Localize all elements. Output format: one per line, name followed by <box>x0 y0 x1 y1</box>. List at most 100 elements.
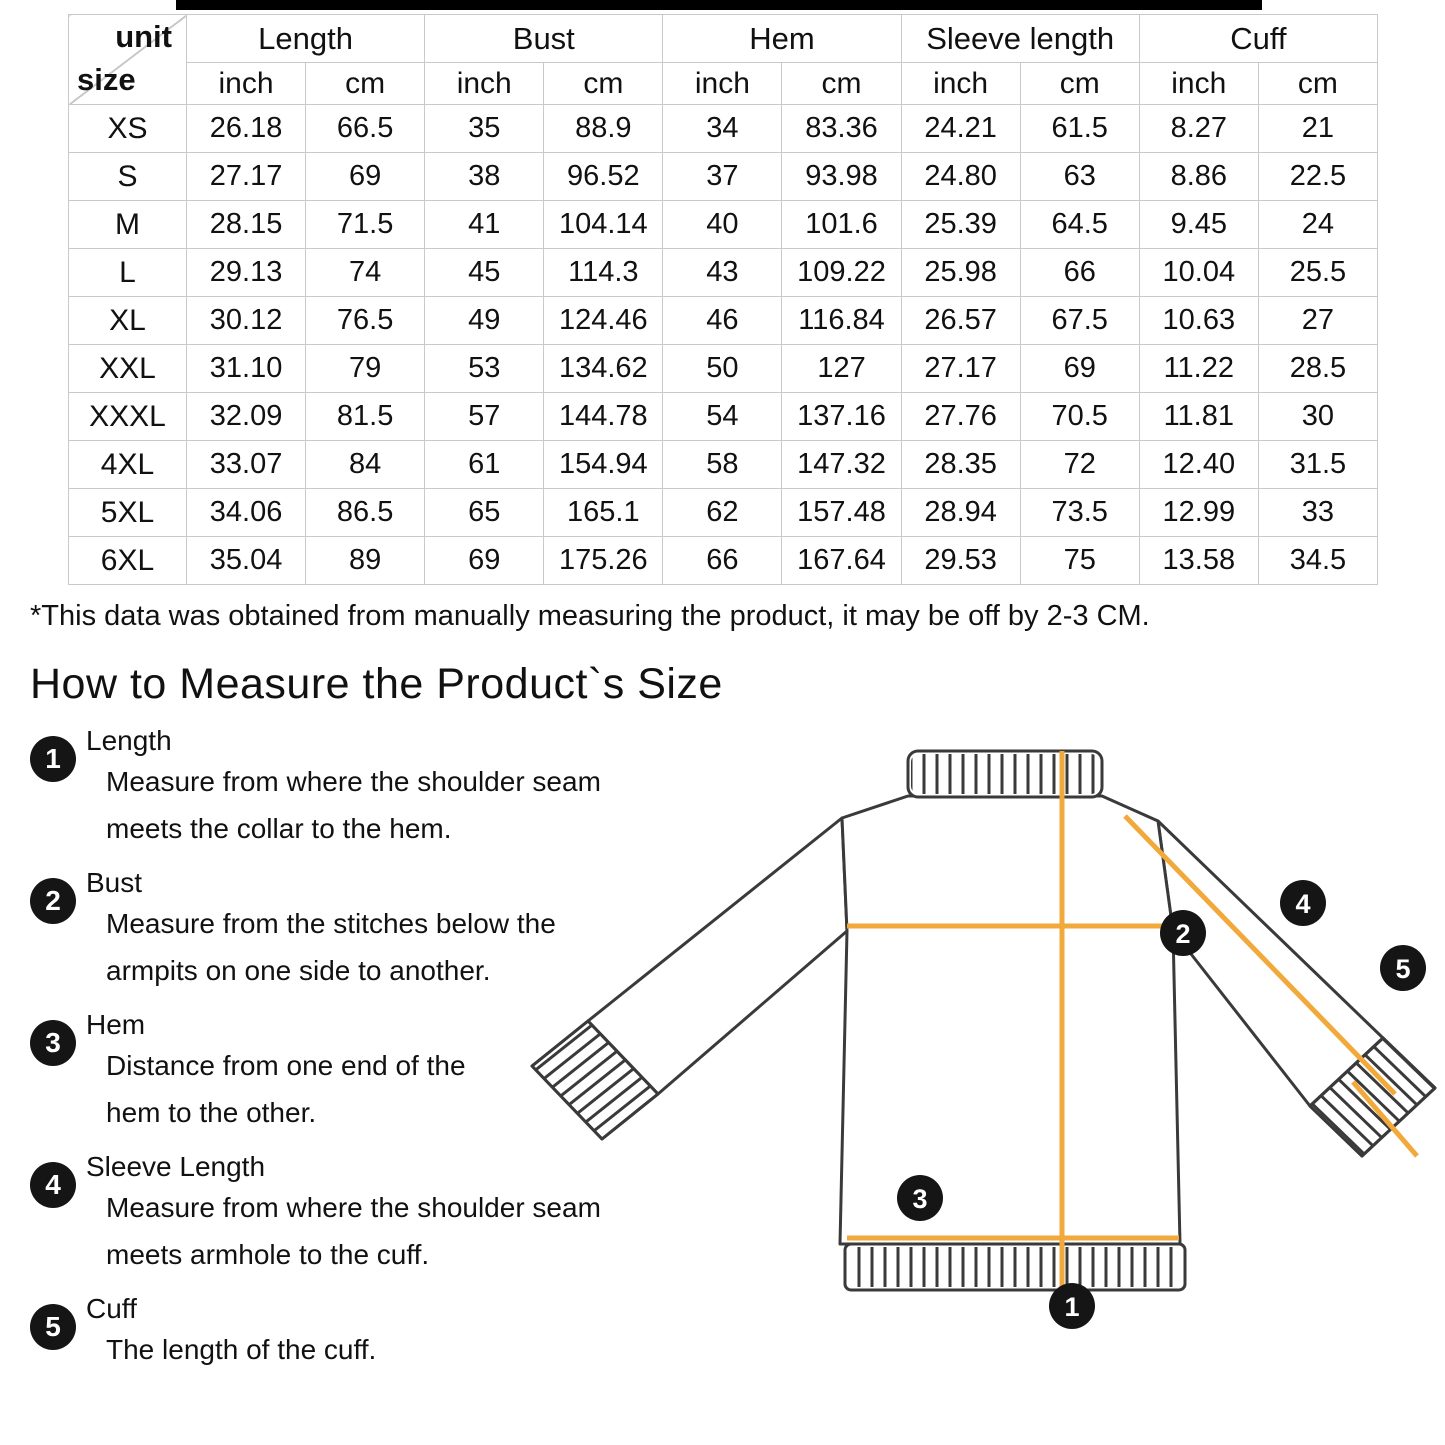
size-cell: 5XL <box>68 488 187 537</box>
value-cell: 41 <box>424 200 545 249</box>
value-cell: 101.6 <box>781 200 902 249</box>
left-sleeve-shape <box>586 816 849 1096</box>
size-cell: XL <box>68 296 187 345</box>
column-group-length: Length <box>185 14 426 63</box>
value-cell: 61 <box>424 440 545 489</box>
size-cell: L <box>68 248 187 297</box>
value-cell: 72 <box>1019 440 1140 489</box>
value-cell: 74 <box>305 248 426 297</box>
value-cell: 11.22 <box>1138 344 1259 393</box>
size-chart-table: unit size Length Bust Hem Sleeve length … <box>68 14 1379 585</box>
sweater-measurement-diagram: 1 2 3 4 5 <box>530 749 1437 1329</box>
unit-header: inch <box>1138 62 1259 105</box>
instruction-description: The length of the cuff. <box>106 1334 377 1365</box>
value-cell: 31.5 <box>1257 440 1379 489</box>
value-cell: 144.78 <box>543 392 664 441</box>
size-cell: M <box>68 200 187 249</box>
value-cell: 66.5 <box>305 104 426 153</box>
value-cell: 69 <box>424 536 545 585</box>
value-cell: 61.5 <box>1019 104 1140 153</box>
instruction-title: Cuff <box>86 1293 137 1324</box>
value-cell: 34.5 <box>1257 536 1379 585</box>
value-cell: 70.5 <box>1019 392 1140 441</box>
value-cell: 75 <box>1019 536 1140 585</box>
marker-4: 4 <box>1280 880 1326 926</box>
corner-cell: unit size <box>68 14 187 105</box>
value-cell: 24.80 <box>900 152 1021 201</box>
svg-text:2: 2 <box>1175 919 1190 949</box>
instruction-number-badge: 2 <box>30 878 76 924</box>
value-cell: 154.94 <box>543 440 664 489</box>
value-cell: 33.07 <box>185 440 307 489</box>
unit-header: cm <box>781 62 902 105</box>
instruction-title: Length <box>86 725 172 756</box>
value-cell: 58 <box>662 440 783 489</box>
marker-5: 5 <box>1380 945 1426 991</box>
column-group-bust: Bust <box>424 14 664 63</box>
value-cell: 66 <box>662 536 783 585</box>
value-cell: 69 <box>305 152 426 201</box>
value-cell: 89 <box>305 536 426 585</box>
size-cell: XXL <box>68 344 187 393</box>
value-cell: 64.5 <box>1019 200 1140 249</box>
instruction-title: Hem <box>86 1009 146 1040</box>
value-cell: 127 <box>781 344 902 393</box>
value-cell: 175.26 <box>543 536 664 585</box>
right-cuff-ribbing <box>1310 1038 1435 1156</box>
value-cell: 25.5 <box>1257 248 1379 297</box>
value-cell: 9.45 <box>1138 200 1259 249</box>
value-cell: 12.40 <box>1138 440 1259 489</box>
value-cell: 165.1 <box>543 488 664 537</box>
table-unit-header-row: inch cm inch cm inch cm inch cm inch cm <box>69 62 1379 105</box>
value-cell: 27.17 <box>185 152 307 201</box>
left-cuff-ribbing <box>532 1021 658 1139</box>
value-cell: 34 <box>662 104 783 153</box>
value-cell: 29.53 <box>900 536 1021 585</box>
value-cell: 83.36 <box>781 104 902 153</box>
value-cell: 124.46 <box>543 296 664 345</box>
instruction-title: Sleeve Length <box>86 1151 266 1182</box>
instruction-number-badge: 4 <box>30 1162 76 1208</box>
column-group-sleeve-length: Sleeve length <box>900 14 1140 63</box>
hem-band-ribbing <box>848 1247 1182 1287</box>
value-cell: 25.98 <box>900 248 1021 297</box>
value-cell: 22.5 <box>1257 152 1379 201</box>
value-cell: 8.86 <box>1138 152 1259 201</box>
value-cell: 54 <box>662 392 783 441</box>
value-cell: 104.14 <box>543 200 664 249</box>
value-cell: 25.39 <box>900 200 1021 249</box>
value-cell: 79 <box>305 344 426 393</box>
size-table-section: unit size Length Bust Hem Sleeve length … <box>68 14 1379 585</box>
value-cell: 76.5 <box>305 296 426 345</box>
value-cell: 167.64 <box>781 536 902 585</box>
unit-header: inch <box>662 62 783 105</box>
size-cell: 6XL <box>68 536 187 585</box>
value-cell: 137.16 <box>781 392 902 441</box>
value-cell: 26.57 <box>900 296 1021 345</box>
instruction-description: Distance from one end of the hem to the … <box>106 1050 466 1128</box>
value-cell: 109.22 <box>781 248 902 297</box>
value-cell: 30.12 <box>185 296 307 345</box>
sleeve-measure-line <box>1123 814 1397 1096</box>
value-cell: 29.13 <box>185 248 307 297</box>
value-cell: 32.09 <box>185 392 307 441</box>
svg-text:1: 1 <box>1064 1292 1079 1322</box>
value-cell: 62 <box>662 488 783 537</box>
value-cell: 46 <box>662 296 783 345</box>
value-cell: 33 <box>1257 488 1379 537</box>
svg-text:5: 5 <box>1395 954 1410 984</box>
marker-3: 3 <box>897 1175 943 1221</box>
instruction-number-badge: 5 <box>30 1304 76 1350</box>
